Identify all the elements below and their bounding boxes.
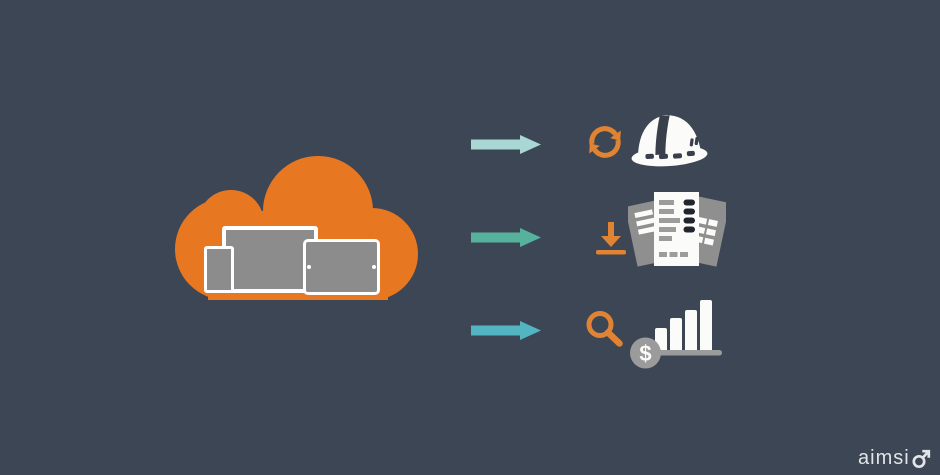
hard-hat-icon: [631, 115, 708, 167]
logo-o-arrow-icon: [912, 449, 930, 469]
flow-arrow-1: [471, 135, 541, 154]
tablet-camera-dot: [307, 265, 311, 269]
bar-chart-icon: $: [630, 300, 722, 369]
search-icon: [586, 311, 623, 347]
phone-icon: [204, 246, 234, 293]
hat-stripe: [655, 115, 670, 155]
dollar-sign: $: [639, 341, 651, 366]
chart-baseline: [650, 350, 722, 356]
documents-icon: [628, 192, 726, 267]
flow-arrow-2: [471, 228, 541, 247]
logo-text: aimsi: [858, 447, 910, 469]
tablet-icon: [303, 239, 380, 295]
cloud-devices-group: [168, 148, 423, 306]
dollar-badge: [630, 337, 661, 369]
sync-icon: [589, 126, 621, 158]
download-icon: [596, 222, 626, 255]
flow-arrow-3: [471, 321, 541, 340]
aimsio-logo: aimsi: [858, 447, 933, 469]
tablet-camera-dot: [372, 265, 376, 269]
